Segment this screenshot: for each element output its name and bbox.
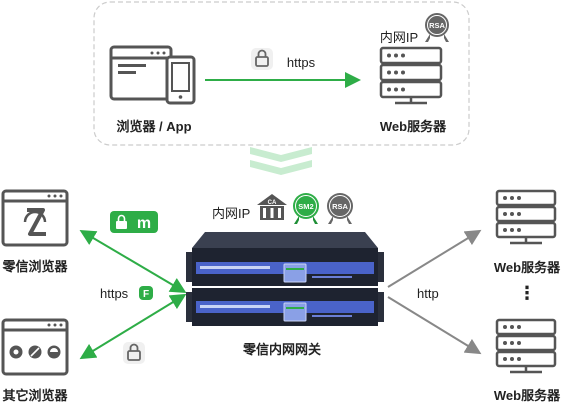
m-badge-text: m: [137, 215, 151, 232]
gateway-device-icon: [186, 232, 384, 326]
ca-certificate-icon: CA: [257, 194, 287, 220]
lock-icon: [251, 48, 273, 70]
ca-badge-text: CA: [268, 200, 277, 206]
gateway-label: 零信内网网关: [242, 342, 322, 357]
zero-trust-lock-badge: m: [110, 211, 158, 233]
http-label: http: [417, 286, 439, 301]
other-browser-https-arrow: [79, 293, 187, 360]
rsa-badge-icon: RSA: [327, 193, 353, 224]
zero-trust-browser-label: 零信浏览器: [2, 259, 68, 274]
top-scenario-container: [93, 1, 470, 146]
http-arrow-bottom: [387, 296, 482, 355]
lock-icon: [123, 342, 145, 364]
http-arrow-top: [387, 229, 482, 288]
center-intranet-ip-label: 内网IP: [212, 206, 251, 221]
zero-trust-browser-icon: [1, 189, 69, 247]
sm2-badge-icon: SM2: [293, 193, 319, 224]
rsa-badge-text: RSA: [332, 202, 348, 211]
web-server-top-icon: [495, 189, 557, 245]
web-server-icon: [379, 46, 443, 105]
left-https-label: https: [100, 286, 129, 301]
browser-app-label: 浏览器 / App: [116, 119, 192, 134]
browser-app-icon: [109, 45, 196, 105]
zero-trust-https-arrow: [79, 229, 187, 294]
other-browsers-label: 其它浏览器: [2, 388, 68, 403]
web-server-bottom-icon: [495, 318, 557, 374]
other-browsers-icon: [1, 318, 69, 376]
f-badge-text: F: [143, 289, 149, 300]
web-server-bottom-label: Web服务器: [493, 388, 561, 403]
sm2-badge-text: SM2: [298, 202, 313, 211]
top-intranet-ip-label: 内网IP: [379, 30, 419, 45]
f-badge-icon: F: [139, 286, 153, 300]
top-https-label: https: [286, 55, 316, 70]
ellipsis-icon: ⋮: [518, 283, 536, 303]
down-chevrons-icon: [250, 147, 312, 175]
top-web-server-label: Web服务器: [379, 119, 447, 134]
rsa-badge-icon: RSA: [425, 13, 449, 42]
web-server-top-label: Web服务器: [493, 260, 561, 275]
rsa-badge-text: RSA: [429, 21, 445, 30]
